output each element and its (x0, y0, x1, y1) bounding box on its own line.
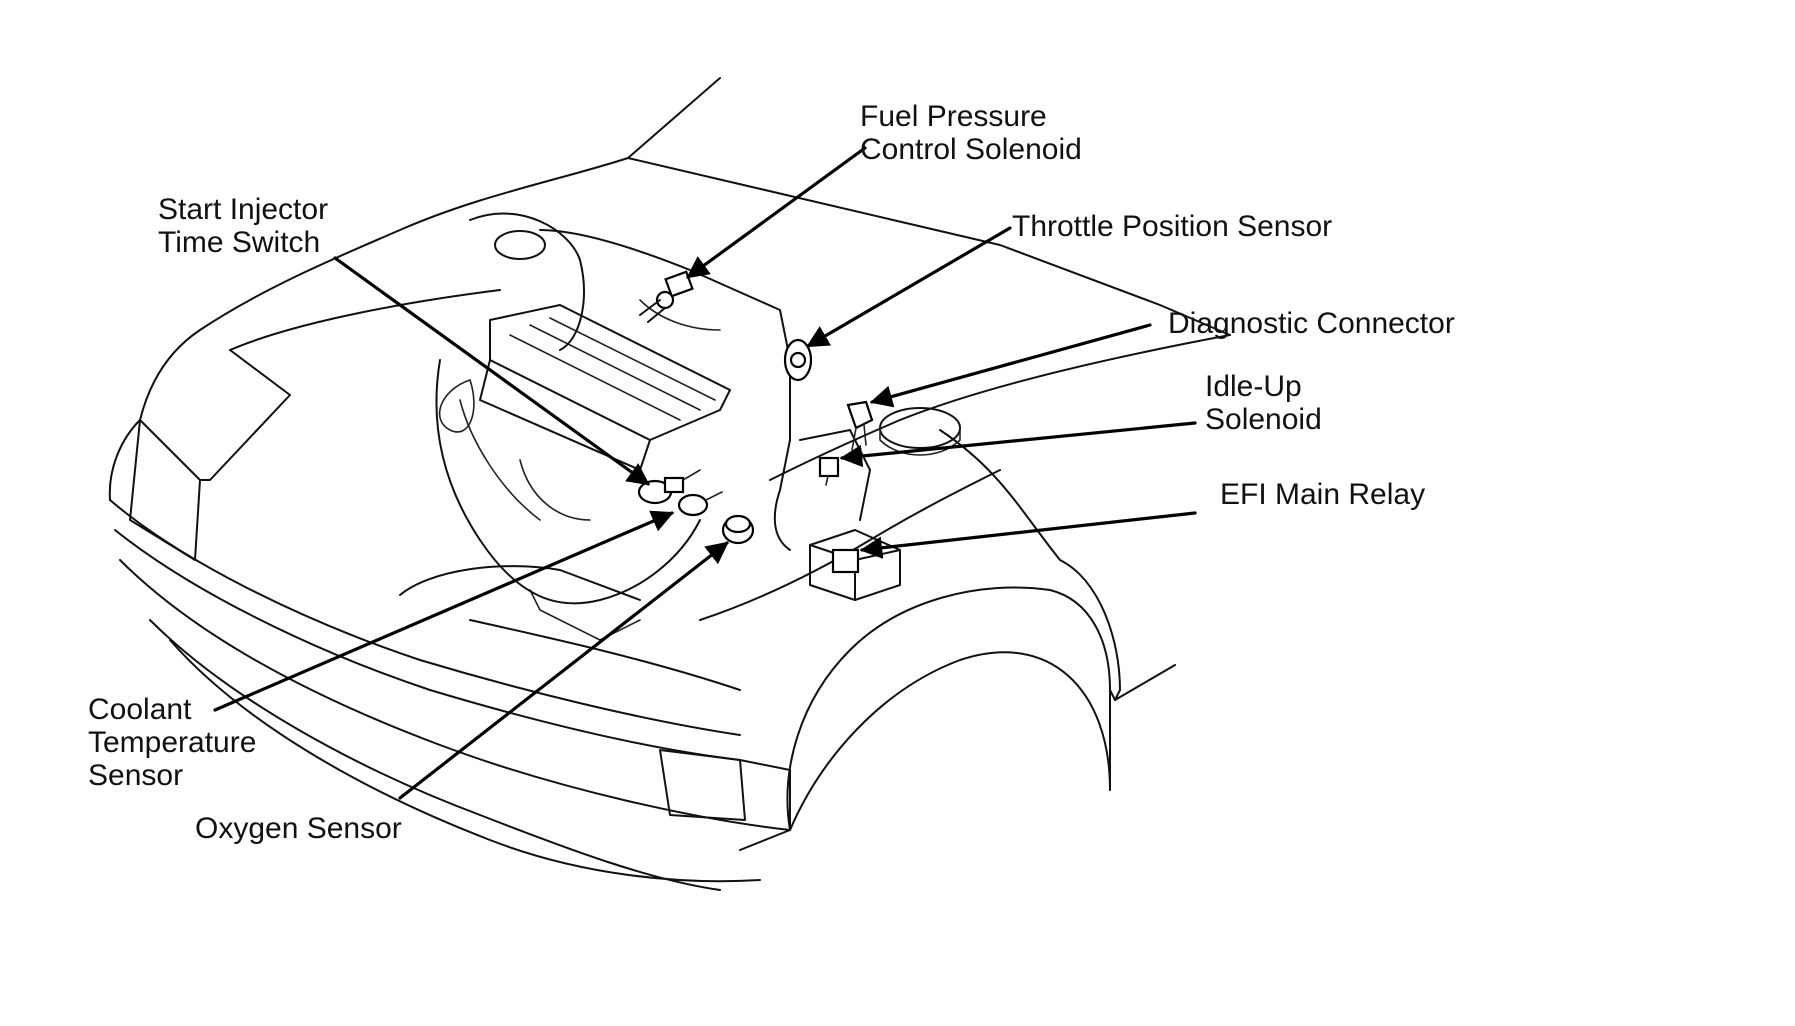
label-idle-up-solenoid: Idle-Up Solenoid (1205, 370, 1322, 436)
leader-fuel-pressure-control-solenoid (686, 146, 867, 279)
leader-throttle-position-sensor (806, 226, 1012, 348)
wheel-arch-outer (786, 586, 1111, 831)
leader-oxygen-sensor (398, 541, 729, 800)
engine-detail1 (459, 399, 541, 521)
hood-rear-edge (139, 157, 629, 421)
start-injector-time-switch-part (637, 469, 701, 505)
leader-efi-main-relay (859, 511, 1197, 559)
firewall-hose (639, 299, 721, 331)
coolant-temperature-sensor-part (677, 491, 723, 517)
diagnostic-connector-part (846, 400, 874, 451)
hood-crease (199, 349, 291, 481)
label-throttle-position-sensor: Throttle Position Sensor (1012, 210, 1333, 243)
strut-base (879, 427, 961, 456)
fender-tip (1109, 664, 1176, 701)
bumper-mid (114, 529, 741, 761)
bay-frame (529, 589, 641, 641)
bay-front-edge (399, 565, 641, 601)
reservoir-body (469, 212, 585, 351)
label-diagnostic-connector: Diagnostic Connector (1168, 307, 1455, 340)
label-fuel-pressure-control-solenoid: Fuel Pressure Control Solenoid (860, 100, 1082, 166)
label-oxygen-sensor: Oxygen Sensor (195, 812, 402, 845)
engine-block-outline (435, 359, 701, 605)
cowl-line (627, 157, 1231, 336)
relay-box (809, 529, 901, 601)
bumper-lower (119, 559, 791, 831)
hood-panel-edge (229, 289, 501, 351)
bumper-upper (109, 499, 741, 736)
fuel-pressure-control-solenoid-part (639, 270, 694, 323)
windshield-pillar (627, 77, 721, 159)
valve-cover-side (479, 359, 651, 471)
leader-start-injector-time-switch (333, 256, 650, 486)
leader-coolant-temperature-sensor (213, 510, 675, 712)
oxygen-sensor-part (721, 514, 755, 545)
fender-side (939, 429, 1061, 561)
valve-cover-rib3 (549, 317, 716, 401)
efi-main-relay-part (831, 548, 860, 574)
label-efi-main-relay: EFI Main Relay (1220, 478, 1426, 511)
leader-diagnostic-connector (869, 323, 1152, 408)
label-start-injector-time-switch: Start Injector Time Switch (158, 193, 329, 259)
firewall-column (773, 359, 791, 551)
leader-idle-up-solenoid (839, 421, 1197, 468)
wheel-arch (789, 559, 1121, 831)
front-grille-top (108, 419, 141, 501)
engine-detail2 (438, 379, 475, 433)
engine-detail3 (519, 459, 591, 521)
fog-light (659, 749, 746, 821)
idle-up-solenoid-part (818, 456, 840, 486)
throttle-position-sensor-part (783, 338, 813, 382)
valve-cover-rib1 (509, 334, 681, 421)
reservoir-cap (494, 230, 546, 260)
headlight-left (129, 419, 201, 561)
airdam (169, 639, 761, 883)
front-corner (739, 759, 791, 851)
label-coolant-temperature-sensor: Coolant Temperature Sensor (88, 693, 257, 792)
strut-tower (879, 407, 961, 449)
bumper-bottom (149, 619, 721, 891)
valve-cover-rib2 (529, 324, 701, 411)
fender-top (769, 334, 1231, 481)
radiator-support (469, 619, 741, 691)
